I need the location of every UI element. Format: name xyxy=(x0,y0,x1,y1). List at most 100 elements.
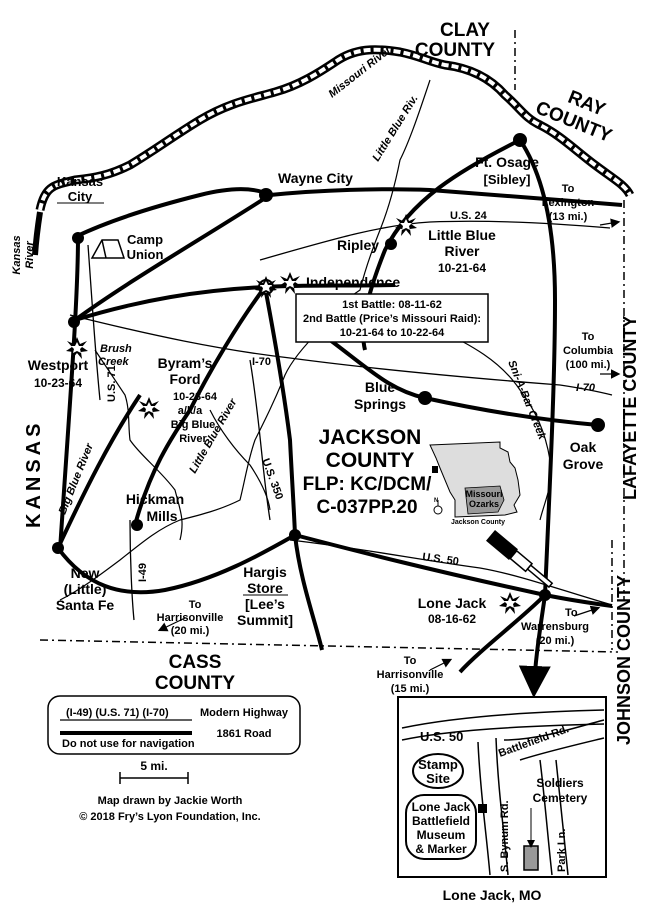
battle-star-byrams-ford xyxy=(138,397,160,419)
museum-building-icon xyxy=(478,804,487,813)
svg-text:Soldiers: Soldiers xyxy=(536,776,584,790)
missouri-inset-label: Missouri xyxy=(465,489,502,499)
s-bynum-rd-label: S. Bynum Rd. xyxy=(499,800,511,872)
north-arrow-icon xyxy=(433,500,443,515)
cemetery-icon xyxy=(523,845,539,871)
svg-text:Byram’s: Byram’s xyxy=(158,355,213,371)
svg-text:Cemetery: Cemetery xyxy=(533,791,588,805)
svg-text:(13 mi.): (13 mi.) xyxy=(549,211,588,223)
legend-box xyxy=(47,695,301,755)
independence-battle-text: 1st Battle: 08-11-62 2nd Battle (Price’s… xyxy=(303,299,481,339)
johnson-county-label: JOHNSON COUNTY xyxy=(614,575,634,745)
svg-text:C-037PP.20: C-037PP.20 xyxy=(316,497,417,518)
wayne-city-dot xyxy=(259,188,273,202)
north-label: N xyxy=(434,498,438,504)
independence-battle-box xyxy=(295,293,489,343)
svg-text:Oak: Oak xyxy=(570,439,597,455)
svg-text:Lexington: Lexington xyxy=(542,197,595,209)
svg-text:(100 mi.): (100 mi.) xyxy=(566,359,611,371)
svg-text:To: To xyxy=(404,655,417,667)
kansas-label: KANSAS xyxy=(23,420,45,528)
svg-text:Site: Site xyxy=(426,771,450,786)
svg-text:08-16-62: 08-16-62 xyxy=(428,612,476,626)
byrams-ford-label: Byram’s Ford 10-23-64 a/k/a Big Blue Riv… xyxy=(158,355,218,445)
direction-arrows xyxy=(157,218,621,671)
svg-text:Camp: Camp xyxy=(127,232,163,247)
svg-text:10-23-64: 10-23-64 xyxy=(34,376,82,390)
svg-text:Big Blue: Big Blue xyxy=(171,419,216,431)
stamp-site-label: Stamp Site xyxy=(418,757,458,786)
kansas-river-label: Kansas River xyxy=(11,235,36,274)
svg-text:Mills: Mills xyxy=(146,508,177,524)
ft-osage-dot xyxy=(513,133,527,147)
scale-bar xyxy=(119,772,189,784)
inset-us50-label: U.S. 50 xyxy=(420,729,463,744)
us71-label: U.S. 71 xyxy=(106,365,118,402)
town-markers xyxy=(52,133,605,601)
westport-dot xyxy=(68,316,80,328)
svg-text:Stamp: Stamp xyxy=(418,757,458,772)
ft-osage-label: Ft. Osage [Sibley] xyxy=(475,154,539,187)
svg-text:Kansas: Kansas xyxy=(11,235,23,274)
svg-text:Brush: Brush xyxy=(100,343,132,355)
legend-old-label: 1861 Road xyxy=(216,728,271,740)
clay-county-label: CLAY COUNTY xyxy=(415,20,496,61)
svg-text:To: To xyxy=(565,607,578,619)
museum-label: Lone Jack Battlefield Museum & Marker xyxy=(412,800,471,856)
lone-jack-mo-caption: Lone Jack, MO xyxy=(443,887,542,903)
svg-text:10-21-64 to 10-22-64: 10-21-64 to 10-22-64 xyxy=(340,327,445,339)
svg-text:Store: Store xyxy=(247,580,283,596)
svg-text:To: To xyxy=(562,183,575,195)
svg-text:Union: Union xyxy=(127,247,164,262)
us50-label: U.S. 50 xyxy=(422,551,460,568)
svg-text:Santa Fe: Santa Fe xyxy=(56,597,115,613)
svg-text:Hargis: Hargis xyxy=(243,564,287,580)
svg-text:To: To xyxy=(582,331,595,343)
svg-text:COUNTY: COUNTY xyxy=(326,449,415,472)
svg-text:FLP: KC/DCM/: FLP: KC/DCM/ xyxy=(303,474,432,495)
svg-text:10-23-64: 10-23-64 xyxy=(173,391,218,403)
i70-right-label: I-70 xyxy=(576,382,596,394)
i49-label: I-49 xyxy=(137,563,149,582)
missouri-river xyxy=(35,45,635,212)
svg-text:Museum: Museum xyxy=(417,828,466,842)
new-santa-fe-label: New (Little) Santa Fe xyxy=(56,565,115,613)
legend-warning: Do not use for navigation xyxy=(62,738,195,750)
new-santa-fe-dot xyxy=(52,542,64,554)
lafayette-county-label: LAFAYETTE COUNTY xyxy=(620,316,640,500)
hargis-store-label: Hargis Store [Lee’s Summit] xyxy=(237,564,293,628)
hickman-mills-label: Hickman Mills xyxy=(126,491,184,524)
museum-outline xyxy=(405,794,477,860)
svg-text:River: River xyxy=(179,433,207,445)
wayne-city-label: Wayne City xyxy=(278,170,353,186)
park-ln-label: Park Ln. xyxy=(556,829,568,872)
scale-label: 5 mi. xyxy=(140,759,167,773)
oak-grove-dot xyxy=(591,418,605,432)
svg-text:COUNTY: COUNTY xyxy=(155,673,236,694)
svg-text:10-21-64: 10-21-64 xyxy=(438,261,486,275)
svg-text:To: To xyxy=(189,599,202,611)
svg-text:Westport: Westport xyxy=(28,357,89,373)
svg-text:Lone Jack: Lone Jack xyxy=(418,595,487,611)
svg-text:Summit]: Summit] xyxy=(237,612,293,628)
svg-text:Kansas: Kansas xyxy=(57,174,103,189)
svg-text:Springs: Springs xyxy=(354,396,406,412)
svg-text:JACKSON: JACKSON xyxy=(319,426,422,449)
us350-label: U.S. 350 xyxy=(259,457,285,501)
harrisonville-west-direction: To Harrisonville (20 mi.) xyxy=(157,599,224,637)
stamp-site-outline xyxy=(412,753,464,789)
pointing-hand-icon xyxy=(486,530,554,589)
svg-text:River: River xyxy=(24,241,36,269)
soldiers-cemetery-label: Soldiers Cemetery xyxy=(533,776,588,805)
svg-text:CASS: CASS xyxy=(169,652,222,673)
tent-icon xyxy=(90,239,126,259)
ozarks-inset-label: Ozarks xyxy=(469,499,499,509)
lone-jack-label: Lone Jack 08-16-62 xyxy=(418,595,487,626)
svg-text:(15 mi.): (15 mi.) xyxy=(391,683,430,695)
legend-modern-label: Modern Highway xyxy=(200,707,289,719)
map-title: JACKSON COUNTY FLP: KC/DCM/ C-037PP.20 xyxy=(303,426,432,518)
kansas-city-label: Kansas City xyxy=(57,174,104,204)
kansas-city-dot xyxy=(72,232,84,244)
svg-text:Battlefield: Battlefield xyxy=(412,814,470,828)
